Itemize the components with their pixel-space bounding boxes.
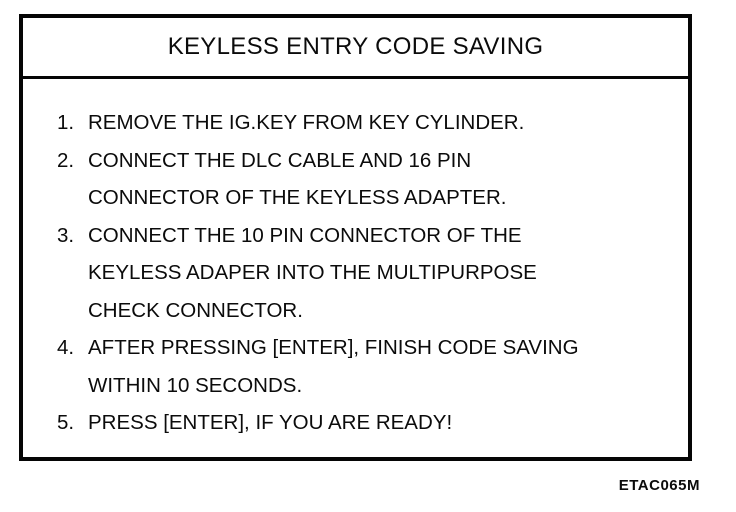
step-text: AFTER PRESSING [ENTER], FINISH CODE SAVI… bbox=[88, 336, 579, 359]
step-text-lines: CONNECT THE 10 PIN CONNECTOR OF THE KEYL… bbox=[88, 217, 688, 330]
panel-header: KEYLESS ENTRY CODE SAVING bbox=[23, 18, 688, 79]
step-number: 2. bbox=[57, 148, 75, 172]
list-item-2: 2. CONNECT THE DLC CABLE AND 16 PIN CONN… bbox=[57, 142, 688, 217]
step-text: REMOVE THE IG.KEY FROM KEY CYLINDER. bbox=[88, 111, 525, 134]
instruction-list: 1. REMOVE THE IG.KEY FROM KEY CYLINDER. … bbox=[23, 79, 688, 442]
step-text-lines: REMOVE THE IG.KEY FROM KEY CYLINDER. bbox=[88, 104, 688, 142]
step-text: WITHIN 10 SECONDS. bbox=[88, 373, 303, 397]
step-text-lines: AFTER PRESSING [ENTER], FINISH CODE SAVI… bbox=[88, 329, 688, 404]
figure-code-label: ETAC065M bbox=[618, 477, 700, 494]
step-text-lines: PRESS [ENTER], IF YOU ARE READY! bbox=[88, 404, 688, 442]
step-number: 4. bbox=[57, 336, 75, 359]
step-number: 5. bbox=[57, 411, 75, 434]
step-text: CHECK CONNECTOR. bbox=[88, 298, 303, 322]
step-text: CONNECT THE 10 PIN CONNECTOR OF THE bbox=[88, 223, 522, 247]
keyless-entry-instruction-panel: KEYLESS ENTRY CODE SAVING 1. REMOVE THE … bbox=[19, 14, 692, 461]
step-text-lines: CONNECT THE DLC CABLE AND 16 PIN CONNECT… bbox=[88, 142, 688, 217]
step-number: 1. bbox=[57, 111, 75, 134]
step-text: CONNECT THE DLC CABLE AND 16 PIN bbox=[88, 148, 472, 172]
list-item-1: 1. REMOVE THE IG.KEY FROM KEY CYLINDER. bbox=[57, 104, 688, 142]
page-title: KEYLESS ENTRY CODE SAVING bbox=[167, 33, 544, 60]
list-item-4: 4. AFTER PRESSING [ENTER], FINISH CODE S… bbox=[57, 329, 688, 404]
list-item-3: 3. CONNECT THE 10 PIN CONNECTOR OF THE K… bbox=[57, 217, 688, 330]
step-text: CONNECTOR OF THE KEYLESS ADAPTER. bbox=[88, 186, 507, 209]
list-item-5: 5. PRESS [ENTER], IF YOU ARE READY! bbox=[57, 404, 688, 442]
step-number: 3. bbox=[57, 223, 75, 247]
step-text: KEYLESS ADAPER INTO THE MULTIPURPOSE bbox=[88, 261, 537, 284]
step-text: PRESS [ENTER], IF YOU ARE READY! bbox=[88, 411, 453, 434]
